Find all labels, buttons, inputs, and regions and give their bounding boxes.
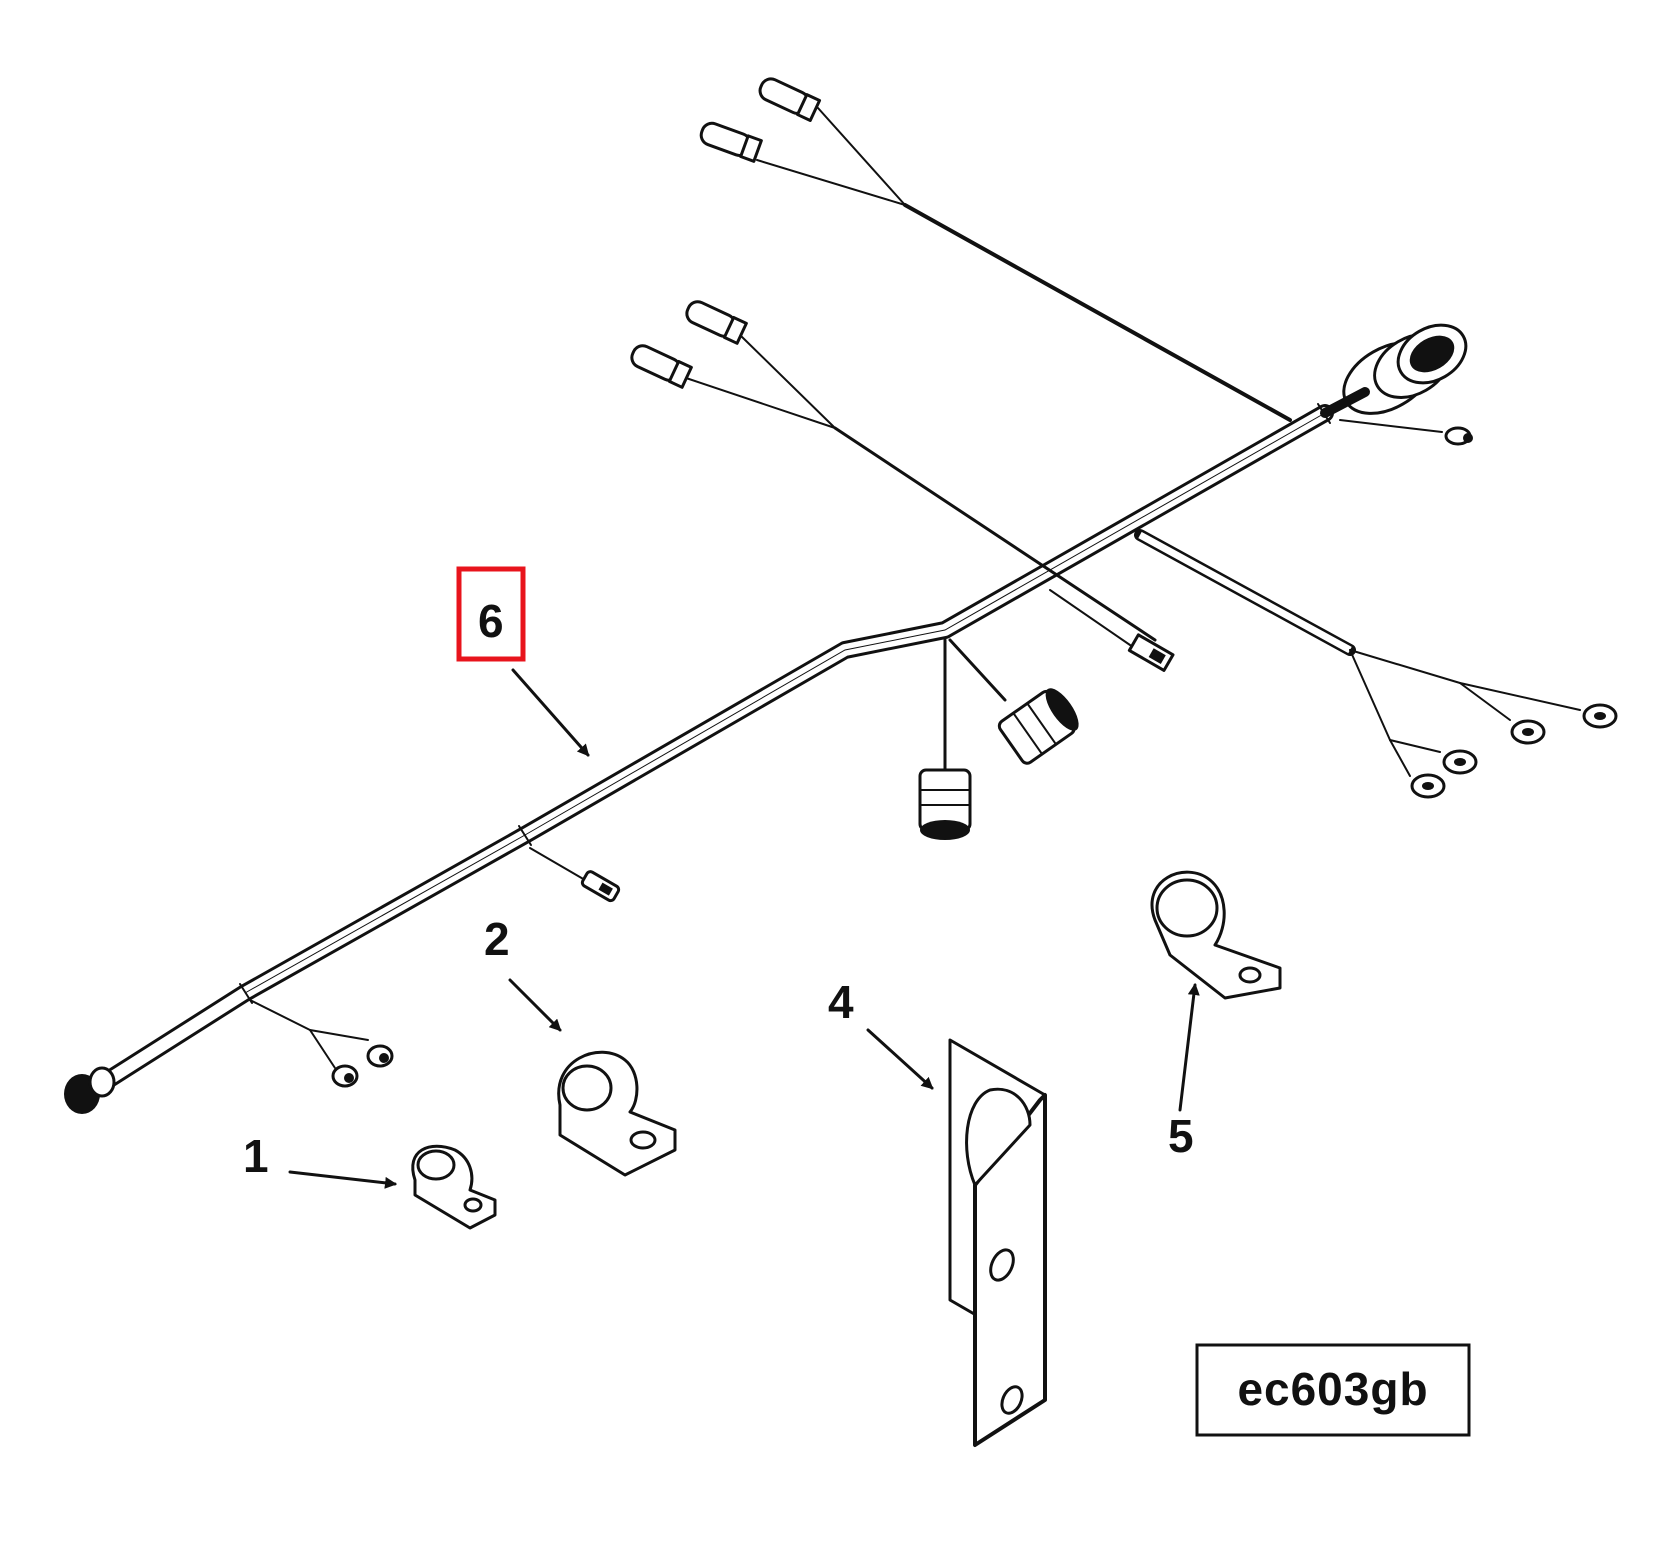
- callout-5: 5: [1168, 1110, 1194, 1162]
- callout-6-highlight-box: [456, 566, 526, 662]
- main-round-connector: [1320, 323, 1473, 446]
- middle-pin-branch: [630, 300, 1175, 672]
- callout-2: 2: [484, 913, 510, 965]
- callout-4: 4: [828, 976, 854, 1028]
- large-clamp: [1150, 870, 1282, 1000]
- ring-terminal: [1410, 773, 1446, 799]
- small-clamp: [411, 1144, 497, 1230]
- circular-connector: [918, 768, 972, 840]
- figure-code-box: [1195, 1343, 1471, 1437]
- ring-terminal: [1582, 703, 1618, 729]
- ring-terminal: [1442, 749, 1478, 775]
- circular-connector: [997, 688, 1079, 765]
- ring-terminal: [1510, 719, 1546, 745]
- callout-arrows: [288, 668, 1200, 1189]
- harness-trunk: [91, 403, 1334, 1094]
- callout-1: 1: [243, 1130, 269, 1182]
- medium-clamp: [557, 1050, 677, 1177]
- callout-6: 6: [478, 595, 504, 647]
- wiring-harness: [64, 77, 1618, 1114]
- left-ring-terminals: [249, 999, 394, 1088]
- junction-connectors: [918, 638, 1079, 840]
- trunk-flag-terminal: [529, 847, 621, 903]
- upper-pin-branch: [699, 77, 1292, 422]
- mounting-bracket: [948, 1038, 1047, 1447]
- ring-terminal-branch: [1134, 529, 1618, 799]
- left-end-plug: [64, 1066, 116, 1114]
- figure-code: ec603gb: [1237, 1363, 1428, 1415]
